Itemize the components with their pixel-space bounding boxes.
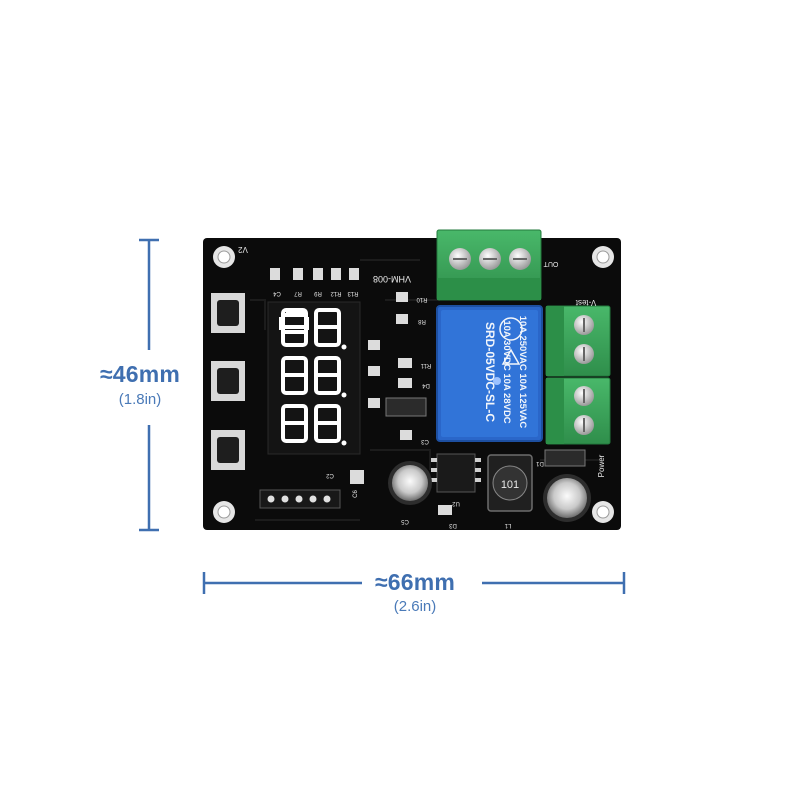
silk-ref: R9: [314, 290, 322, 296]
relay-model: SRD-05VDC-SL-C: [483, 322, 497, 422]
silk-ref: D1: [536, 460, 544, 466]
height-dimension-line: [139, 238, 159, 532]
silk-ref: U2: [452, 500, 460, 506]
height-dimension-inches: (1.8in): [118, 391, 162, 408]
relay-rating-2: 10A 30VDC 10A 28VDC: [501, 320, 512, 423]
height-dimension-label: ≈46mm: [99, 361, 181, 387]
silk-ref: C3: [421, 438, 429, 444]
relay-rating-1: 10A 250VAC 10A 125VAC: [517, 316, 528, 429]
width-dimension-label: ≈66mm: [374, 569, 456, 595]
silk-ref: D4: [422, 382, 430, 388]
inductor-label: 101: [501, 479, 519, 491]
silk-ref: L1: [504, 522, 511, 528]
pcb-board: 101 10A 250VAC 10A 125VAC 10A 30VDC 10A …: [203, 229, 621, 530]
silk-ref: C5: [401, 518, 409, 524]
silk-ref: R13: [347, 290, 359, 296]
seven-segment-display: [267, 301, 361, 455]
mounting-hole: [213, 246, 614, 523]
smd-components: [270, 268, 586, 515]
silk-vtest: V-test: [575, 298, 596, 307]
width-dimension-inches: (2.6in): [393, 598, 437, 615]
silk-ref: C4: [273, 290, 281, 296]
silk-out: OUT: [543, 260, 559, 267]
electrolytic-capacitor: [388, 461, 591, 522]
silk-ref: D3: [449, 522, 457, 528]
pin-header: [259, 489, 341, 509]
silk-power: Power: [597, 454, 606, 477]
silk-ref: R10: [416, 296, 428, 302]
silk-ref: R7: [294, 290, 302, 296]
inductor: 101: [487, 454, 533, 512]
ic-chip: [431, 453, 481, 493]
silk-v2: V2: [238, 245, 248, 254]
silk-ref: R12: [330, 290, 342, 296]
terminal-block-output: [436, 229, 542, 301]
silk-model: VHM-008: [373, 274, 411, 284]
tactile-button: [211, 293, 245, 470]
terminal-block-vtest: [545, 305, 611, 377]
terminal-block-power: [545, 377, 611, 445]
relay: 10A 250VAC 10A 125VAC 10A 30VDC 10A 28VD…: [436, 305, 543, 442]
silk-ref: R11: [420, 362, 431, 368]
silk-ref: C2: [326, 472, 334, 478]
width-dimension-line: [202, 572, 626, 594]
silk-ref: R8: [418, 318, 426, 324]
silk-ref: C6: [353, 490, 359, 498]
